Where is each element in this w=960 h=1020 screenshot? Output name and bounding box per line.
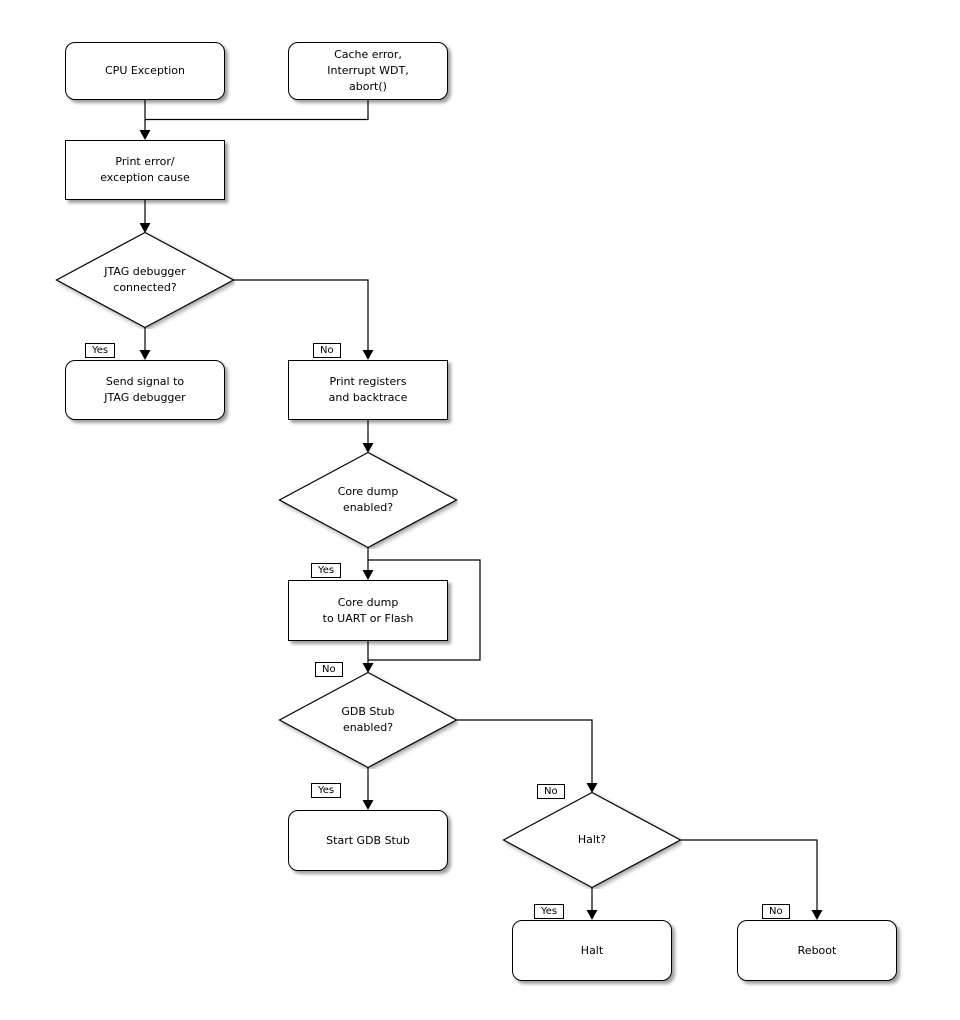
arrowhead-reboot-box bbox=[811, 910, 823, 920]
edge-label-halt-no: No bbox=[762, 904, 790, 919]
edge-label-gdb-stub-yes: Yes bbox=[311, 783, 342, 798]
node-print-error: Print error/ exception cause bbox=[65, 140, 225, 200]
node-cpu-exception: CPU Exception bbox=[65, 42, 225, 100]
arrowhead-start-gdb bbox=[362, 800, 374, 810]
diamond-jtag-connected: JTAG debugger connected? bbox=[55, 231, 235, 329]
diamond-jtag-connected-label: JTAG debugger connected? bbox=[104, 265, 186, 294]
arrowhead-gdb-diamond bbox=[362, 663, 374, 673]
edge-cache-to-join bbox=[145, 100, 369, 121]
edge-jtag-no bbox=[233, 279, 369, 351]
diamond-core-dump-enabled: Core dump enabled? bbox=[278, 451, 458, 549]
node-print-registers: Print registers and backtrace bbox=[288, 360, 448, 420]
edge-coredump-no-bypass bbox=[368, 559, 481, 661]
diamond-shape bbox=[278, 671, 458, 769]
arrowhead-print-error bbox=[139, 130, 151, 140]
diamond-halt-question: Halt? bbox=[502, 791, 682, 889]
diamond-shape bbox=[278, 451, 458, 549]
node-cache-error: Cache error, Interrupt WDT, abort() bbox=[288, 42, 448, 100]
edge-label-core-dump-no: No bbox=[315, 662, 343, 677]
arrowhead-jtag-diamond bbox=[139, 223, 151, 233]
arrowhead-halt-box bbox=[586, 910, 598, 920]
node-core-dump: Core dump to UART or Flash bbox=[288, 580, 448, 641]
node-reboot: Reboot bbox=[737, 920, 897, 981]
arrowhead-coredump-box bbox=[362, 570, 374, 580]
diamond-shape bbox=[502, 791, 682, 889]
arrowhead-print-registers bbox=[362, 350, 374, 360]
edge-halt-no bbox=[681, 839, 818, 911]
node-start-gdb-stub: Start GDB Stub bbox=[288, 810, 448, 871]
arrowhead-send-signal bbox=[139, 350, 151, 360]
edge-gdb-no bbox=[457, 719, 593, 784]
node-send-signal: Send signal to JTAG debugger bbox=[65, 360, 225, 420]
diamond-core-dump-enabled-label: Core dump enabled? bbox=[337, 485, 399, 514]
node-halt: Halt bbox=[512, 920, 672, 981]
diamond-gdb-stub-enabled: GDB Stub enabled? bbox=[278, 671, 458, 769]
diamond-shape bbox=[55, 231, 235, 329]
edge-label-jtag-yes: Yes bbox=[85, 343, 116, 358]
edge-label-jtag-no: No bbox=[313, 343, 341, 358]
edge-label-halt-yes: Yes bbox=[534, 904, 565, 919]
arrowhead-halt-diamond bbox=[586, 783, 598, 793]
diamond-halt-question-label: Halt? bbox=[577, 833, 607, 846]
diamond-gdb-stub-enabled-label: GDB Stub enabled? bbox=[341, 705, 395, 734]
edge-label-core-dump-yes: Yes bbox=[311, 563, 342, 578]
arrowhead-coredump-diamond bbox=[362, 443, 374, 453]
edge-label-gdb-stub-no: No bbox=[537, 784, 565, 799]
